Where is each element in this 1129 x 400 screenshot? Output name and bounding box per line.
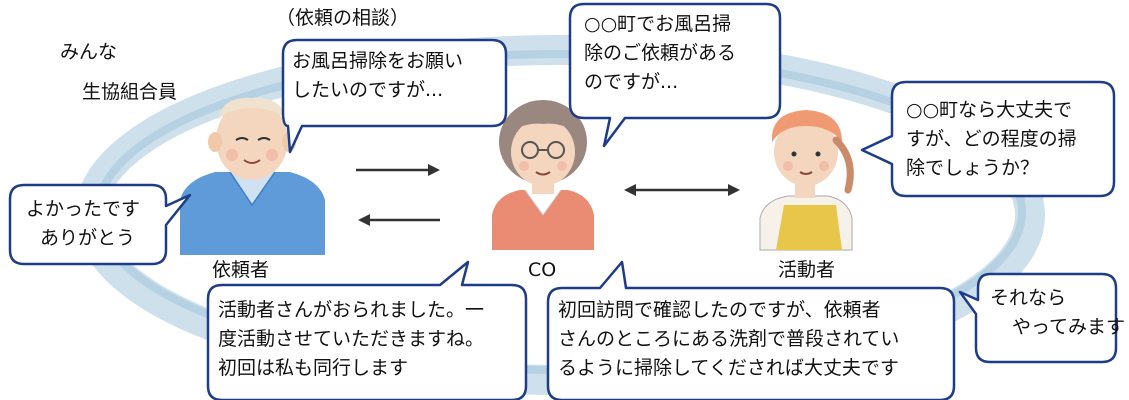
bubble-requester-request-text: お風呂掃除をお願い したいのですが... xyxy=(292,47,463,105)
arrow-co-volunteer-bidirectional xyxy=(624,184,740,196)
text-line: よかったです xyxy=(26,198,141,220)
bubble-requester-thanks-text: よかったです ありがとう xyxy=(26,195,140,253)
requester-label: 依頼者 xyxy=(212,259,270,281)
volunteer-label: 活動者 xyxy=(778,259,836,281)
text-line: お風呂掃除をお願い xyxy=(292,50,464,72)
requester-illustration xyxy=(180,97,325,255)
bubble-co-ask-volunteer xyxy=(568,2,782,148)
bubble-co-tell-requester-text: 活動者さんがおられました。一 度活動させていただきますね。 初回は私も同行します xyxy=(218,296,484,383)
text-line: それなら xyxy=(990,287,1067,309)
bubble-volunteer-reply-text: ○○町なら大丈夫で すが、どの程度の掃 除でしょうか？ xyxy=(906,96,1077,183)
bubble-volunteer-accept-text: それなら やってみます xyxy=(990,284,1125,342)
text-line: 除でしょうか？ xyxy=(906,157,1040,179)
bubble-requester-request xyxy=(281,38,508,154)
text-line: さんのところにある洗剤で普段されてい xyxy=(558,328,900,350)
text-line: ありがとう xyxy=(40,227,136,249)
text-line: のですが... xyxy=(584,71,679,93)
text-line: 除のご依頼がある xyxy=(584,42,737,64)
text-line: ○○町なら大丈夫で xyxy=(906,99,1073,121)
arrow-co-to-requester xyxy=(358,214,440,226)
consult-label: （依頼の相談） xyxy=(276,7,410,29)
text-line: 初回訪問で確認したのですが、依頼者 xyxy=(558,299,881,321)
text-line: ○○町でお風呂掃 xyxy=(584,13,732,35)
text-line: 活動者さんがおられました。一 xyxy=(218,299,485,321)
text-line: 度活動させていただきますね。 xyxy=(218,328,485,350)
bubble-volunteer-reply xyxy=(860,80,1116,198)
text-line: るように掃除してくだされば大丈夫です xyxy=(558,357,899,379)
co-label: CO xyxy=(528,259,557,281)
text-line: 初回は私も同行します xyxy=(218,357,409,379)
bubble-volunteer-accept xyxy=(958,272,1118,364)
co-illustration xyxy=(492,100,594,250)
members-label-line2: 生協組合員 xyxy=(82,81,178,103)
bubble-co-tell-volunteer-text: 初回訪問で確認したのですが、依頼者 さんのところにある洗剤で普段されてい るよう… xyxy=(558,296,899,383)
text-line: したいのですが... xyxy=(292,79,444,101)
members-label-line1: みんな xyxy=(60,41,118,63)
bubble-co-ask-volunteer-text: ○○町でお風呂掃 除のご依頼がある のですが... xyxy=(584,10,736,97)
volunteer-illustration xyxy=(759,110,854,251)
arrow-requester-to-co xyxy=(356,164,440,176)
text-line: すが、どの程度の掃 xyxy=(906,128,1077,150)
text-line: やってみます xyxy=(1012,316,1126,338)
bubble-requester-thanks xyxy=(8,183,192,266)
